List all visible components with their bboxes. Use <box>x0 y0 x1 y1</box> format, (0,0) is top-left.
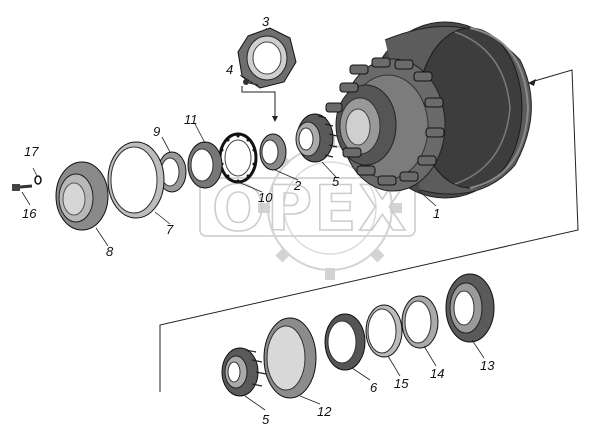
callout-5-lower: 5 <box>262 412 270 427</box>
leader-lines <box>21 27 485 411</box>
part-bearing-cone-lower <box>221 347 267 397</box>
callout-11: 11 <box>184 112 198 127</box>
part-inner-ring <box>259 133 287 171</box>
callout-14: 14 <box>430 366 444 381</box>
callout-13: 13 <box>480 358 495 373</box>
callout-15: 15 <box>394 376 409 391</box>
callout-2: 2 <box>293 178 302 193</box>
callout-17: 17 <box>24 144 39 159</box>
callout-3: 3 <box>262 14 270 29</box>
part-seal-ring <box>324 313 366 371</box>
callout-labels: 3 4 9 11 10 2 5 1 7 8 16 17 5 12 6 15 14… <box>22 14 495 427</box>
part-bearing-cone-upper <box>295 113 338 163</box>
part-bolt <box>12 184 33 191</box>
part-hub-cap <box>55 161 109 231</box>
callout-12: 12 <box>317 404 332 419</box>
callout-9: 9 <box>153 124 160 139</box>
callout-7: 7 <box>166 222 174 237</box>
watermark-logo: ОРЕХ <box>199 136 416 280</box>
callout-4: 4 <box>226 62 233 77</box>
part-spacer-ring <box>365 304 403 358</box>
part-gasket <box>107 141 165 219</box>
callout-16: 16 <box>22 206 37 221</box>
assembly-arrow-upper <box>241 86 276 118</box>
part-hex-nut <box>237 27 297 89</box>
callout-10: 10 <box>258 190 273 205</box>
callout-1: 1 <box>433 206 440 221</box>
part-lock-screw <box>243 79 259 86</box>
part-oil-seal <box>445 273 495 343</box>
callout-6: 6 <box>370 380 378 395</box>
part-adjusting-nut <box>187 141 223 189</box>
callout-5-upper: 5 <box>332 174 340 189</box>
part-spring-washer <box>34 175 42 185</box>
assembly-guide-line <box>159 69 579 392</box>
callout-8: 8 <box>106 244 114 259</box>
brake-drum <box>325 21 532 199</box>
part-retaining-ring <box>401 295 439 349</box>
part-bearing-cup <box>263 317 317 399</box>
part-lock-washer <box>218 132 258 184</box>
